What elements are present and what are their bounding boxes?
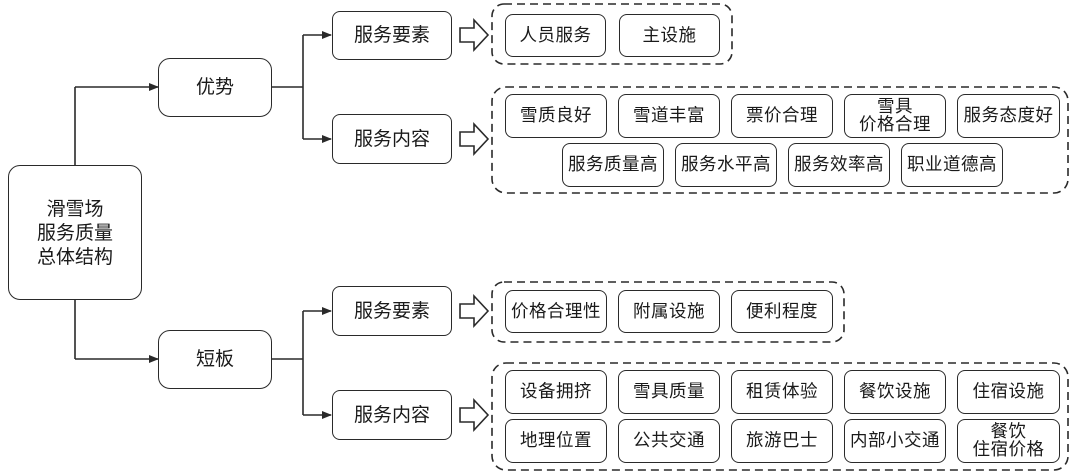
- hollow-arrow-advantage-content: [459, 121, 490, 157]
- item-weakness-content: 公共交通: [618, 419, 720, 463]
- item-advantage-content: 职业道德高: [901, 143, 1003, 187]
- item-weakness-elements: 附属设施: [618, 290, 720, 333]
- branch-weakness: 短板: [158, 330, 272, 389]
- item-advantage-content: 服务态度好: [957, 94, 1060, 138]
- group-container-advantage-content: [491, 86, 1069, 194]
- item-weakness-content: 住宿设施: [957, 370, 1060, 414]
- group-weakness-content: 服务内容: [332, 390, 452, 440]
- item-advantage-content: 服务质量高: [562, 143, 664, 187]
- item-advantage-content: 服务水平高: [675, 143, 777, 187]
- group-weakness-elements: 服务要素: [332, 286, 452, 336]
- item-weakness-content: 旅游巴士: [731, 419, 833, 463]
- item-advantage-content: 票价合理: [731, 94, 833, 138]
- group-advantage-content: 服务内容: [332, 114, 452, 164]
- item-advantage-content: 雪道丰富: [618, 94, 720, 138]
- item-weakness-elements: 便利程度: [731, 290, 833, 333]
- group-container-weakness-content: [491, 362, 1069, 471]
- hollow-arrow-weakness-elements: [459, 293, 490, 329]
- item-weakness-content: 内部小交通: [844, 419, 946, 463]
- item-weakness-content: 餐饮设施: [844, 370, 946, 414]
- item-advantage-elements: 人员服务: [505, 14, 606, 57]
- item-advantage-content: 雪具 价格合理: [844, 94, 946, 138]
- branch-advantage: 优势: [158, 58, 272, 117]
- item-weakness-content: 雪具质量: [618, 370, 720, 414]
- group-container-advantage-elements: [491, 3, 733, 65]
- item-weakness-content: 设备拥挤: [505, 370, 607, 414]
- hollow-arrow-weakness-content: [459, 397, 490, 433]
- group-advantage-elements: 服务要素: [332, 11, 452, 60]
- root-node: 滑雪场 服务质量 总体结构: [8, 165, 142, 300]
- item-weakness-elements: 价格合理性: [505, 290, 607, 333]
- item-advantage-content: 服务效率高: [788, 143, 890, 187]
- item-weakness-content: 租赁体验: [731, 370, 833, 414]
- group-container-weakness-elements: [491, 281, 845, 343]
- item-weakness-content: 餐饮 住宿价格: [957, 419, 1060, 463]
- item-advantage-elements: 主设施: [619, 14, 720, 57]
- hollow-arrow-advantage-elements: [459, 17, 490, 53]
- item-advantage-content: 雪质良好: [505, 94, 607, 138]
- item-weakness-content: 地理位置: [505, 419, 607, 463]
